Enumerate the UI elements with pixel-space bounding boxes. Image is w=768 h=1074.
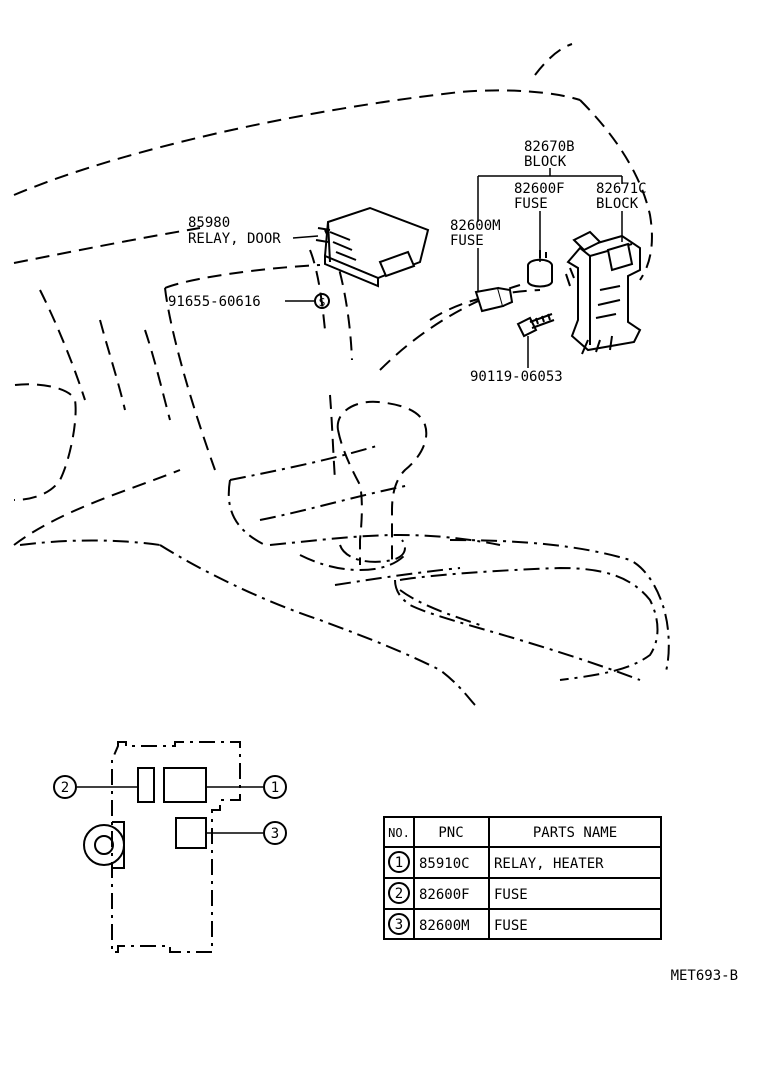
detail-marker-1-circle <box>263 775 287 799</box>
table-row: 1 85910C RELAY, HEATER <box>388 851 604 873</box>
fuse-block <box>565 230 642 355</box>
detail-marker-2-circle <box>53 775 77 799</box>
table-header-no: NO. <box>388 826 410 840</box>
detail-connector-inner <box>94 835 114 855</box>
detail-connector-outer <box>83 824 125 866</box>
table-header-pnc: PNC <box>438 825 463 841</box>
figure-code: MET693-B <box>671 968 738 984</box>
detail-marker-1: 1 <box>271 780 279 796</box>
relay-door-pnc: 85980 <box>188 215 230 231</box>
table-row-pnc: 85910C <box>419 856 470 872</box>
block-main-name: BLOCK <box>524 154 567 170</box>
table-row-pnc: 82600F <box>419 887 470 903</box>
door-relay <box>315 206 430 288</box>
screw-symbol: S <box>319 296 326 309</box>
screw-pnc: 91655-60616 <box>168 294 261 310</box>
fuse-m-name: FUSE <box>450 233 484 249</box>
detail-marker-2: 2 <box>61 780 69 796</box>
detail-marker-3-circle <box>263 821 287 845</box>
table-header-name: PARTS NAME <box>533 825 617 841</box>
block-c-name: BLOCK <box>596 196 639 212</box>
table-row-no: 3 <box>395 917 403 933</box>
table-row-no: 2 <box>395 886 403 902</box>
table-row-name: RELAY, HEATER <box>494 856 604 872</box>
block-c-pnc: 82671C <box>596 181 647 197</box>
screw-symbol-circle <box>314 293 330 309</box>
fuse-m <box>474 286 514 313</box>
callout-labels: 85980 RELAY, DOOR 91655-60616 S 82670B B… <box>168 139 647 385</box>
fuse-f <box>527 250 553 288</box>
fuse-f-name: FUSE <box>514 196 548 212</box>
dashboard-outline <box>13 43 653 546</box>
console-outline <box>19 444 670 706</box>
leader-lines <box>285 168 623 368</box>
relay-door-name: RELAY, DOOR <box>188 231 281 247</box>
detail-relay-1 <box>163 767 207 803</box>
bolt <box>516 313 555 338</box>
table-row-name: FUSE <box>494 887 528 903</box>
shift-lever <box>336 400 428 565</box>
table-row: 3 82600M FUSE <box>388 913 528 935</box>
table-row-no: 1 <box>395 855 403 871</box>
table-row: 2 82600F FUSE <box>388 882 528 904</box>
table-row-pnc: 82600M <box>419 918 470 934</box>
detail-marker-3: 3 <box>271 826 279 842</box>
table-row-name: FUSE <box>494 918 528 934</box>
detail-view: 2 1 3 <box>53 741 287 953</box>
bolt-pnc: 90119-06053 <box>470 369 563 385</box>
parts-table: NO. PNC PARTS NAME 1 85910C RELAY, HEATE… <box>383 816 662 940</box>
block-main-pnc: 82670B <box>524 139 575 155</box>
fuse-f-pnc: 82600F <box>514 181 565 197</box>
detail-fuse-2 <box>137 767 155 803</box>
detail-fuse-3 <box>175 817 207 849</box>
fuse-m-pnc: 82600M <box>450 218 501 234</box>
